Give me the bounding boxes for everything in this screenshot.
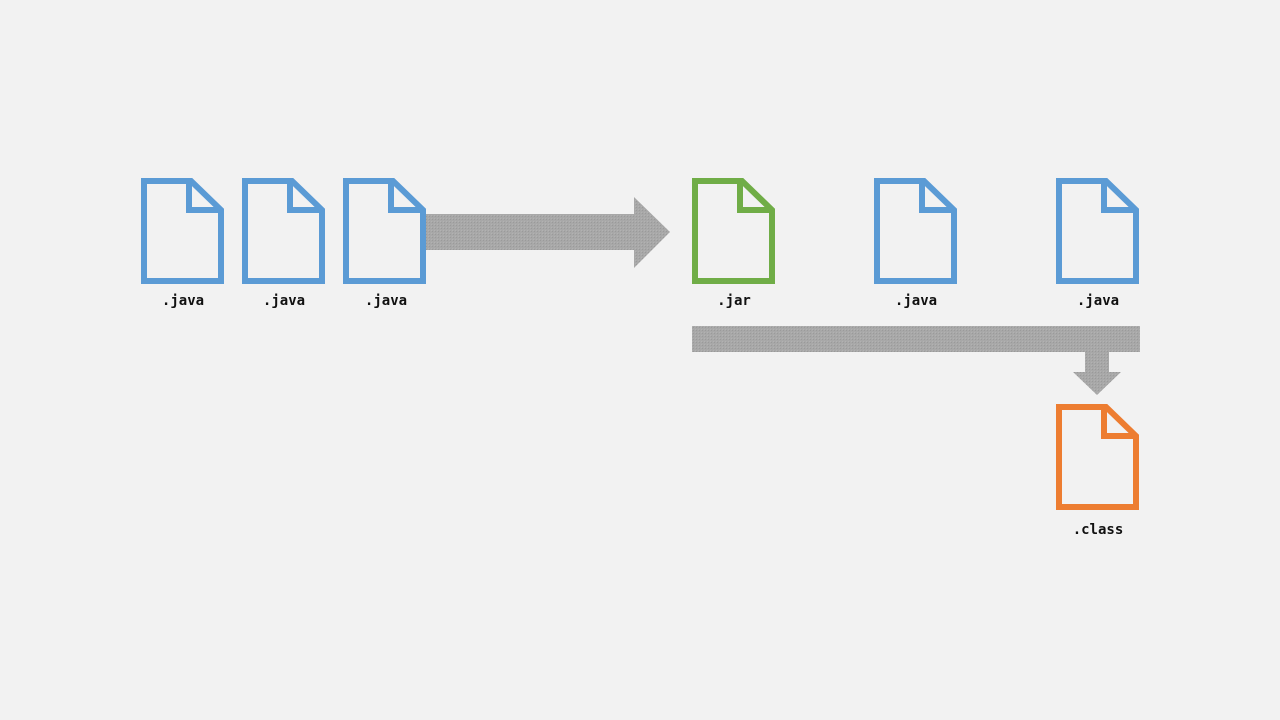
file-label: .class <box>1073 522 1124 538</box>
file-label: .java <box>162 293 204 309</box>
file-label: .jar <box>717 293 751 309</box>
pack-arrow <box>425 197 670 268</box>
file-java-5: .java <box>1056 178 1139 309</box>
file-java-2: .java <box>242 178 325 309</box>
java-file-icon <box>874 178 957 284</box>
file-java-4: .java <box>874 178 957 309</box>
java-file-icon <box>141 178 224 284</box>
jar-file-icon <box>692 178 775 284</box>
file-label: .java <box>895 293 937 309</box>
file-label: .java <box>365 293 407 309</box>
file-java-1: .java <box>141 178 224 309</box>
java-file-icon <box>1056 178 1139 284</box>
file-class: .class <box>1056 404 1139 538</box>
class-file-icon <box>1056 404 1139 510</box>
file-java-3: .java <box>343 178 426 309</box>
compile-arrow <box>692 326 1140 395</box>
file-label: .java <box>263 293 305 309</box>
java-file-icon <box>242 178 325 284</box>
file-label: .java <box>1077 293 1119 309</box>
java-file-icon <box>343 178 426 284</box>
file-jar: .jar <box>692 178 775 309</box>
